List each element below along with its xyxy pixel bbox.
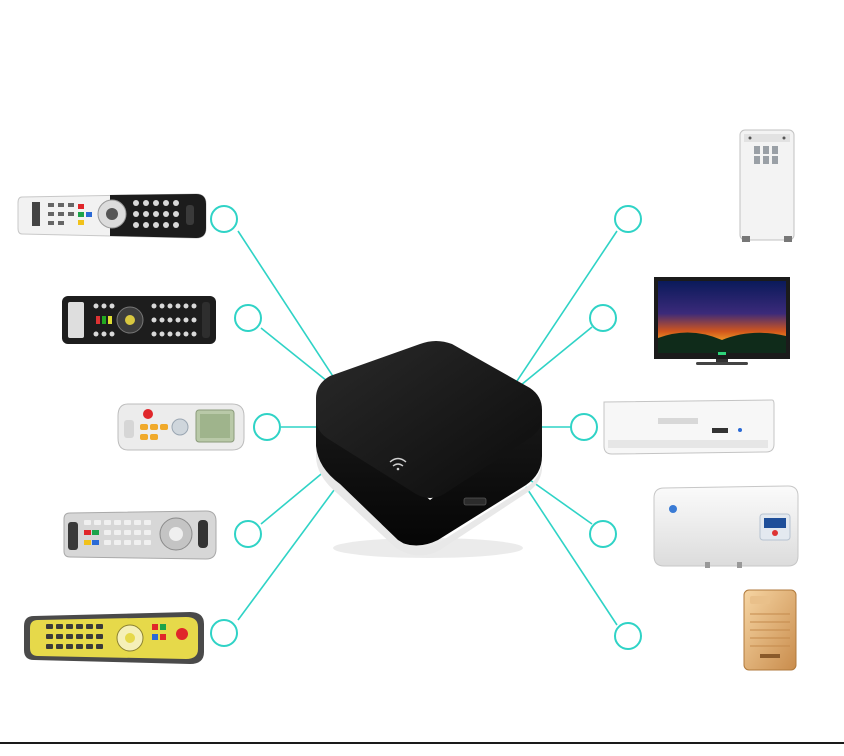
connector-line-left-2: [260, 327, 333, 386]
connector-line-left-1: [237, 230, 339, 385]
node-left-3: [253, 413, 281, 441]
usb-port: [463, 497, 487, 506]
air-purifier: [743, 589, 797, 671]
connector-line-left-5: [237, 481, 341, 621]
node-right-2: [589, 304, 617, 332]
portable-air-conditioner: [739, 129, 795, 242]
node-left-5: [210, 619, 238, 647]
connector-line-right-2: [520, 326, 593, 386]
node-right-4: [589, 520, 617, 548]
hub-top: [316, 341, 542, 498]
ir-hub: [316, 341, 542, 558]
connector-lines: [237, 230, 618, 626]
node-right-1: [614, 205, 642, 233]
tv-remote-black-white: [17, 193, 207, 239]
node-right-3: [570, 413, 598, 441]
hub-side: [316, 398, 542, 546]
ac-remote-white: [117, 403, 245, 451]
connector-line-left-4: [260, 469, 327, 525]
connector-nodes: [210, 205, 642, 650]
node-left-1: [210, 205, 238, 233]
bottom-divider: [0, 742, 844, 744]
wifi-icon: [389, 457, 407, 471]
settop-remote-black: [62, 296, 216, 344]
split-air-conditioner: [603, 399, 775, 455]
water-heater: [653, 485, 799, 568]
node-left-2: [234, 304, 262, 332]
connector-line-right-4: [529, 479, 593, 525]
television: [654, 277, 790, 365]
remote-yellow: [24, 612, 204, 664]
tv-remote-silver: [63, 510, 217, 560]
node-right-5: [614, 622, 642, 650]
connector-line-right-1: [514, 230, 618, 385]
node-left-4: [234, 520, 262, 548]
connector-line-right-5: [525, 486, 618, 626]
